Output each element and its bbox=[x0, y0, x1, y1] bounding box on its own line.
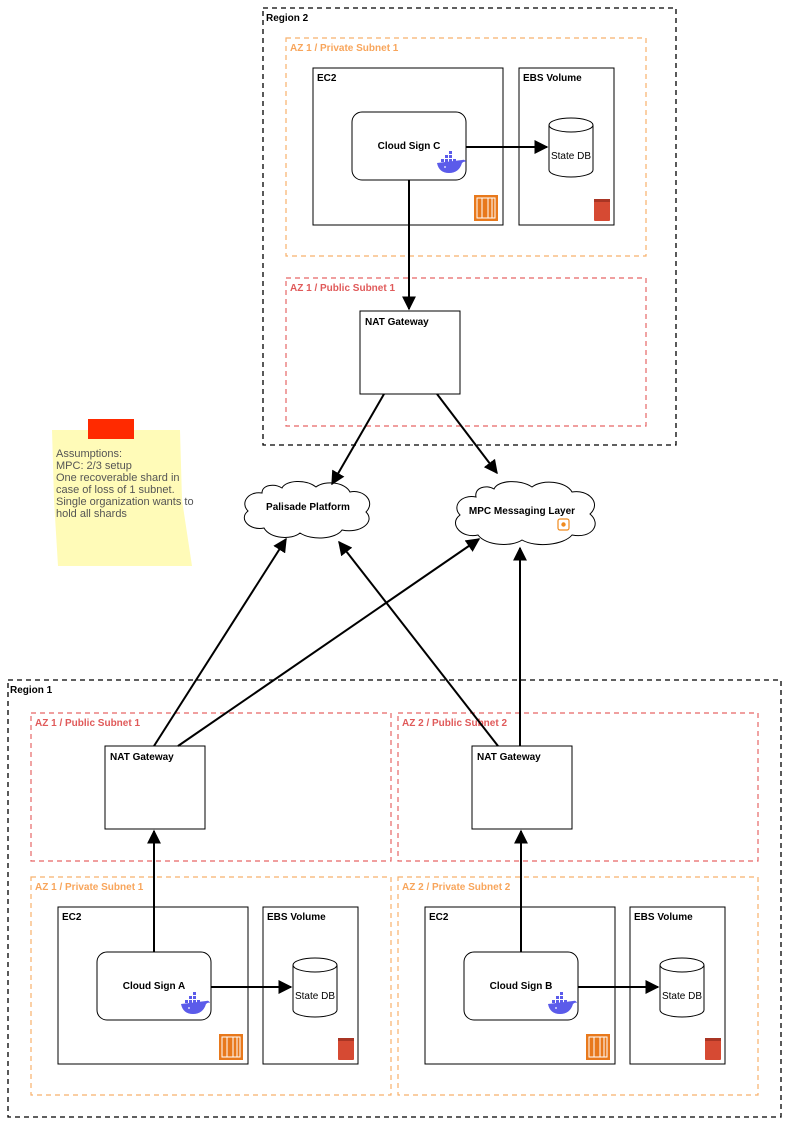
region-1-label: Region 1 bbox=[10, 685, 53, 696]
note-line-5: Single organization wants to bbox=[56, 496, 194, 508]
palisade-platform-cloud bbox=[243, 481, 371, 539]
r2-private-subnet-label: AZ 1 / Private Subnet 1 bbox=[290, 43, 399, 54]
r1-ebs-label-1: EBS Volume bbox=[267, 912, 326, 923]
note-pin bbox=[88, 419, 134, 439]
state-db-c-label: State DB bbox=[551, 151, 591, 162]
r1-ec2-label-2: EC2 bbox=[429, 912, 449, 923]
r1-private-subnet-1 bbox=[30, 876, 392, 1096]
note-line-6: hold all shards bbox=[56, 508, 127, 520]
cloud-sign-a-label: Cloud Sign A bbox=[123, 981, 185, 992]
note-line-4: case of loss of 1 subnet. bbox=[56, 484, 175, 496]
state-db-b bbox=[659, 957, 705, 1018]
edge-r2-nat-to-palisade bbox=[331, 393, 385, 486]
r1-nat-gateway-1-label: NAT Gateway bbox=[110, 752, 174, 763]
r1-nat-gateway-2 bbox=[471, 745, 573, 830]
state-db-a-label: State DB bbox=[295, 991, 335, 1002]
edge-nat-1-to-mpc bbox=[177, 538, 481, 747]
r2-ec2-label: EC2 bbox=[317, 73, 337, 84]
mpc-messaging-label: MPC Messaging Layer bbox=[469, 506, 575, 517]
cloud-sign-b-label: Cloud Sign B bbox=[490, 981, 553, 992]
r2-public-subnet bbox=[285, 277, 647, 427]
r2-public-subnet-label: AZ 1 / Public Subnet 1 bbox=[290, 283, 395, 294]
r1-nat-gateway-1 bbox=[104, 745, 206, 830]
r1-private-subnet-1-label: AZ 1 / Private Subnet 1 bbox=[35, 882, 144, 893]
ebs-icon bbox=[338, 1038, 354, 1060]
region-2-label: Region 2 bbox=[266, 13, 309, 24]
r2-ebs-label: EBS Volume bbox=[523, 73, 582, 84]
note-line-3: One recoverable shard in bbox=[56, 472, 180, 484]
ec2-icon bbox=[218, 1033, 244, 1061]
ec2-icon bbox=[473, 194, 499, 222]
state-db-b-label: State DB bbox=[662, 991, 702, 1002]
edge-nat-2-to-palisade bbox=[338, 540, 499, 747]
state-db-a bbox=[292, 957, 338, 1018]
mpc-messaging-cloud bbox=[455, 481, 596, 546]
ebs-icon bbox=[705, 1038, 721, 1060]
palisade-platform-label: Palisade Platform bbox=[266, 502, 350, 513]
r2-nat-gateway bbox=[359, 310, 461, 395]
r1-ebs-label-2: EBS Volume bbox=[634, 912, 693, 923]
cloud-sign-c-label: Cloud Sign C bbox=[378, 141, 441, 152]
r1-public-subnet-2 bbox=[397, 712, 759, 862]
ec2-icon bbox=[585, 1033, 611, 1061]
mpc-icon bbox=[557, 518, 570, 531]
r1-private-subnet-2 bbox=[397, 876, 759, 1096]
note-line-2: MPC: 2/3 setup bbox=[56, 460, 132, 472]
region-1-boundary bbox=[7, 679, 782, 1118]
r2-private-subnet bbox=[285, 37, 647, 257]
ebs-icon bbox=[594, 199, 610, 221]
region-2-boundary bbox=[262, 7, 677, 446]
state-db-c bbox=[548, 117, 594, 178]
r1-public-subnet-1 bbox=[30, 712, 392, 862]
assumptions-note: Assumptions: MPC: 2/3 setup One recovera… bbox=[52, 419, 194, 566]
r2-nat-gateway-label: NAT Gateway bbox=[365, 317, 429, 328]
r1-ec2-label-1: EC2 bbox=[62, 912, 82, 923]
r1-nat-gateway-2-label: NAT Gateway bbox=[477, 752, 541, 763]
r1-public-subnet-2-label: AZ 2 / Public Subnet 2 bbox=[402, 718, 507, 729]
r1-private-subnet-2-label: AZ 2 / Private Subnet 2 bbox=[402, 882, 511, 893]
edge-r2-nat-to-mpc bbox=[436, 393, 498, 475]
r1-public-subnet-1-label: AZ 1 / Public Subnet 1 bbox=[35, 718, 140, 729]
edge-nat-1-to-palisade bbox=[153, 537, 287, 747]
note-line-1: Assumptions: bbox=[56, 448, 122, 460]
